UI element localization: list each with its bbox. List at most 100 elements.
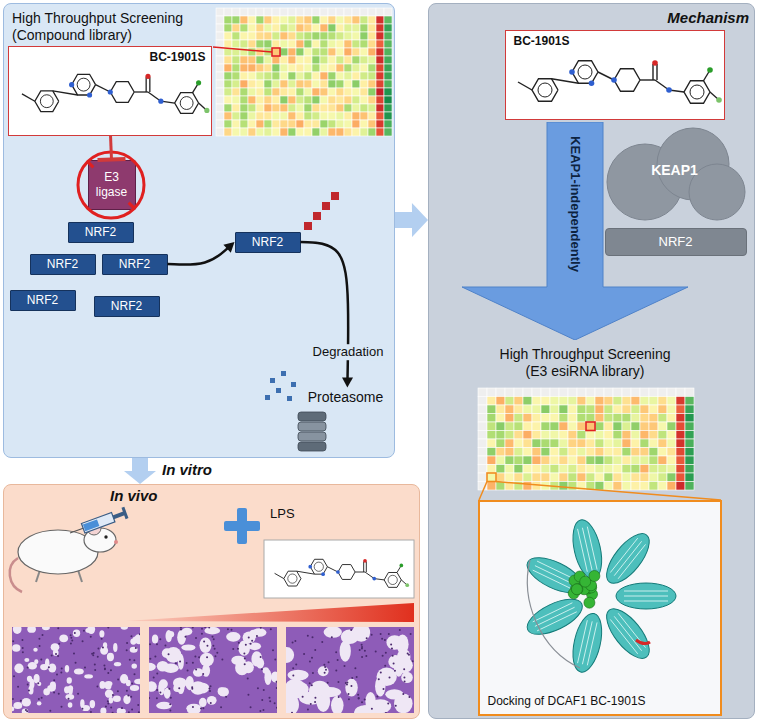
heatmap [328, 72, 336, 80]
heatmap [568, 431, 577, 440]
histology-image [384, 639, 386, 641]
node-text: BC-1901S [126, 50, 206, 64]
heatmap [336, 8, 344, 16]
heatmap [622, 456, 631, 465]
heatmap [296, 24, 304, 32]
histology-image [149, 681, 157, 692]
histology-image [40, 659, 42, 661]
histology-image [343, 665, 345, 667]
node-text: KEAP1 [625, 162, 725, 179]
heatmap [613, 448, 622, 457]
heatmap [376, 64, 384, 72]
histology-image [200, 708, 202, 710]
docking-model [624, 601, 668, 602]
histology-image [274, 702, 276, 704]
heatmap [216, 32, 224, 40]
heatmap [384, 24, 392, 32]
histology-image [126, 642, 128, 644]
histology-image [218, 687, 225, 695]
heatmap [240, 8, 248, 16]
heatmap [384, 32, 392, 40]
chemical-structure [652, 64, 653, 80]
histology-image [17, 686, 19, 688]
heatmap [216, 128, 224, 136]
histology-image [260, 627, 262, 629]
heatmap [559, 388, 568, 397]
heatmap [304, 32, 312, 40]
heatmap [532, 422, 541, 431]
heatmap [296, 40, 304, 48]
heatmap [541, 439, 550, 448]
heatmap [613, 431, 622, 440]
docking-model [535, 607, 575, 626]
heatmap [658, 397, 667, 406]
histology-image [185, 676, 193, 690]
histology-image [206, 656, 208, 658]
histology-image [243, 653, 245, 655]
heatmap [550, 414, 559, 423]
heatmap [523, 388, 532, 397]
histology-image [260, 656, 262, 658]
heatmap [667, 431, 676, 440]
heatmap [296, 88, 304, 96]
heatmap [264, 104, 272, 112]
heatmap [256, 104, 264, 112]
histology-image [358, 698, 360, 700]
docking-model [578, 529, 588, 572]
histology-image [169, 703, 171, 705]
histology-image [37, 682, 39, 684]
histology-image [103, 664, 105, 666]
heatmap [478, 422, 487, 431]
histology-image [168, 688, 170, 690]
heatmap [344, 80, 352, 88]
histology-image [309, 682, 311, 684]
histology-image [131, 663, 137, 668]
heatmap [312, 48, 320, 56]
heatmap [232, 120, 240, 128]
histology-image [250, 643, 252, 645]
heatmap [312, 24, 320, 32]
proteasome-icon [298, 442, 326, 451]
heatmap [376, 96, 384, 104]
panel-arrow [124, 458, 156, 484]
histology-image [361, 701, 363, 703]
heatmap [595, 414, 604, 423]
histology-image [149, 658, 151, 660]
histology-image [169, 709, 171, 711]
heatmap [232, 104, 240, 112]
heatmap [376, 32, 384, 40]
heatmap [586, 473, 595, 482]
heatmap [312, 88, 320, 96]
histology-image [335, 651, 337, 653]
histology-image [369, 699, 391, 713]
histology-image [126, 690, 128, 692]
histology-image [211, 636, 213, 638]
heatmap [248, 16, 256, 24]
heatmap [216, 16, 224, 24]
heatmap [320, 72, 328, 80]
docking-model [582, 621, 592, 664]
heatmap [368, 64, 376, 72]
heatmap [344, 104, 352, 112]
heatmap [487, 439, 496, 448]
histology-image [238, 642, 240, 644]
heatmap [631, 448, 640, 457]
heatmap [224, 128, 232, 136]
histology-image [178, 687, 180, 689]
syringe-icon [81, 513, 114, 533]
heatmap [676, 405, 685, 414]
heatmap [272, 56, 280, 64]
histology-image [131, 683, 133, 685]
heatmap [224, 16, 232, 24]
heatmap [216, 64, 224, 72]
chemical-structure [77, 78, 90, 91]
heatmap [288, 112, 296, 120]
histology-image [361, 644, 363, 646]
docking-model [599, 602, 657, 665]
chemical-structure [35, 91, 59, 112]
heatmap [550, 439, 559, 448]
histology-image [21, 639, 23, 641]
heatmap [280, 104, 288, 112]
heatmap [256, 112, 264, 120]
heatmap [328, 64, 336, 72]
